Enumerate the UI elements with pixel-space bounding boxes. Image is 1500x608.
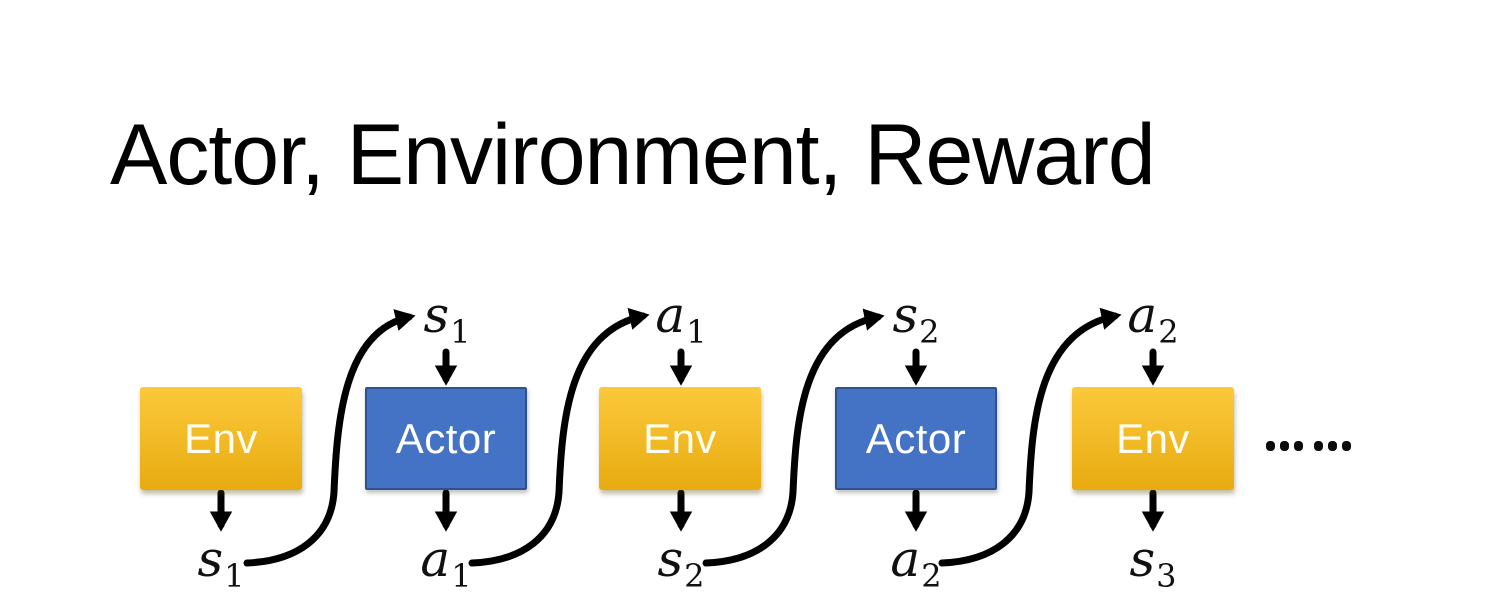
slide-title: Actor, Environment, Reward: [110, 107, 1156, 203]
env-box-2: Env: [599, 387, 761, 490]
top-label-s2: s2: [892, 286, 940, 351]
bottom-label-s3: s3: [1129, 530, 1177, 595]
top-label-a1: a1: [655, 286, 707, 351]
bottom-label-a1: a1: [420, 530, 472, 595]
box-label: Env: [643, 414, 717, 462]
actor-box-2: Actor: [835, 387, 997, 490]
ellipsis-dot: [1314, 441, 1323, 451]
bottom-label-s2: s2: [657, 530, 705, 595]
env-box-1: Env: [140, 387, 302, 490]
ellipsis-dot: [1328, 441, 1337, 451]
env-box-3: Env: [1072, 387, 1234, 490]
top-label-a2: a2: [1127, 286, 1179, 351]
box-label: Env: [184, 414, 258, 462]
ellipsis-dot: [1266, 441, 1275, 451]
ellipsis: [1266, 441, 1351, 451]
box-label: Actor: [865, 414, 967, 462]
top-label-s1: s1: [423, 286, 471, 351]
actor-box-1: Actor: [365, 387, 527, 490]
box-label: Actor: [395, 414, 497, 462]
ellipsis-dot: [1280, 441, 1289, 451]
box-label: Env: [1116, 414, 1190, 462]
ellipsis-dot: [1294, 441, 1303, 451]
bottom-label-a2: a2: [890, 530, 942, 595]
ellipsis-dot: [1342, 441, 1351, 451]
bottom-label-s1: s1: [197, 530, 245, 595]
